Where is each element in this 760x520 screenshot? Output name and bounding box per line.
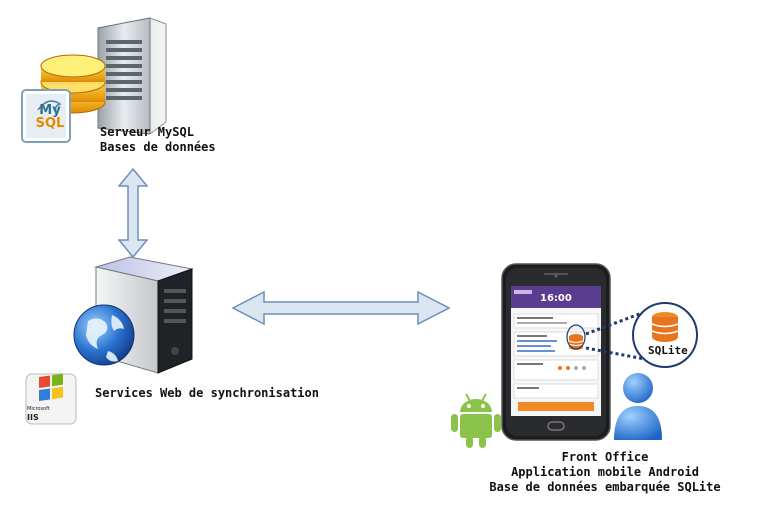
mysql-logo-text: My SQL xyxy=(30,104,70,130)
mysql-logo-my: My xyxy=(39,103,61,118)
front-office-title: Front Office xyxy=(561,450,649,464)
sqlite-database-icon xyxy=(632,302,698,368)
iis-logo-text: Microsoft IIS xyxy=(27,406,57,422)
mysql-logo-sql: SQL xyxy=(35,116,65,131)
vertical-double-arrow xyxy=(118,168,148,258)
user-icon xyxy=(614,373,662,440)
iis-logo-icon xyxy=(25,373,77,425)
front-office-label: Front Office Application mobile Android … xyxy=(450,450,760,495)
web-server-icon xyxy=(73,256,194,374)
mysql-server-subtitle: Bases de données xyxy=(100,140,216,154)
iis-name: IIS xyxy=(27,413,39,422)
mysql-server-label: Serveur MySQL Bases de données xyxy=(100,125,216,155)
mysql-server-title: Serveur MySQL xyxy=(100,125,194,139)
sqlite-label: SQLite xyxy=(648,344,688,357)
front-office-app: Application mobile Android xyxy=(511,465,699,479)
android-robot-icon xyxy=(451,393,501,448)
horizontal-double-arrow xyxy=(232,290,450,326)
web-services-label: Services Web de synchronisation xyxy=(95,386,319,400)
mysql-server-icon xyxy=(21,17,167,143)
front-office-db: Base de données embarquée SQLite xyxy=(489,480,721,494)
sqlite-zoom-connectors xyxy=(585,308,651,362)
phone-time: 16:00 xyxy=(540,293,572,304)
iis-brand: Microsoft xyxy=(27,406,50,412)
smartphone-icon xyxy=(501,263,611,441)
